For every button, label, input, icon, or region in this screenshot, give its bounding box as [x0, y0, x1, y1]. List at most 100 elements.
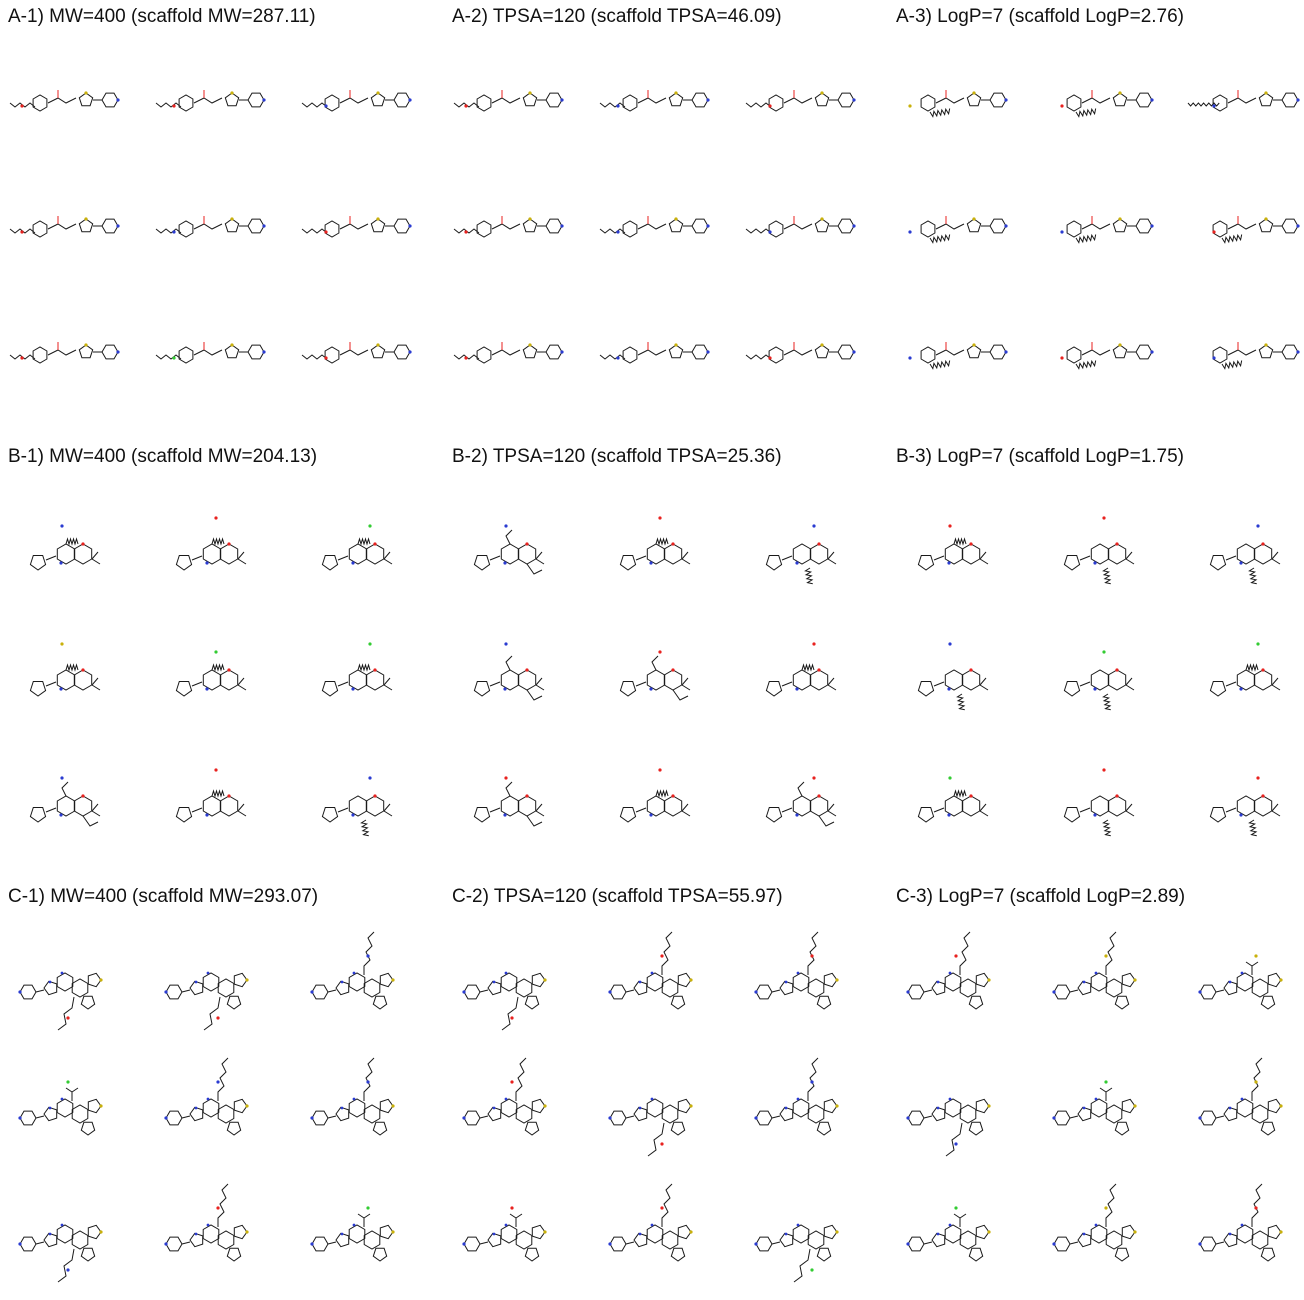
oxygen-atom — [671, 542, 675, 546]
central-ring — [1251, 1230, 1269, 1250]
heteroatom — [908, 356, 912, 360]
nitrogen-atom — [638, 1106, 642, 1110]
sulfur-atom — [230, 91, 234, 95]
pyran-ring — [1253, 795, 1273, 817]
nitrogen-atom — [1198, 990, 1202, 994]
biaryl-bond — [1069, 1241, 1079, 1245]
pyridine-ring — [247, 92, 265, 108]
molecule-drawing — [164, 1057, 249, 1136]
heteroatom — [1060, 230, 1064, 234]
molecule-cell — [294, 732, 440, 858]
pyridine-ring — [56, 795, 76, 817]
nitrogen-atom — [262, 224, 266, 228]
thiophene-ring — [975, 972, 990, 988]
molecule-cell — [592, 606, 738, 732]
pyridine-ring — [1090, 795, 1110, 817]
nitrogen-atom — [608, 1116, 612, 1120]
pyridine-ring — [1135, 92, 1153, 108]
molecule-drawing — [175, 516, 247, 571]
pyran-ring — [517, 543, 537, 565]
pyran-ring — [365, 543, 385, 565]
heteroatom — [954, 1142, 958, 1146]
thiazole-ring — [1258, 344, 1274, 359]
nitrogen-atom — [796, 971, 800, 975]
substituent-chain — [599, 102, 626, 108]
heteroatom — [1104, 1080, 1108, 1084]
alkyl-chain — [929, 233, 951, 244]
alkyl-chain — [1075, 233, 1097, 244]
molecule-structure — [310, 931, 395, 1010]
sulfur-atom — [1264, 217, 1268, 221]
substituent-chain — [211, 789, 225, 798]
linker-bond — [339, 349, 369, 356]
piperidine-ring — [178, 220, 194, 238]
molecule-drawing — [608, 1097, 693, 1157]
alkyl-chain — [929, 359, 951, 370]
molecule-drawing — [908, 342, 1008, 370]
linker-bond — [1227, 223, 1257, 230]
thiazole-ring — [224, 92, 240, 107]
sulfur-atom — [835, 1104, 839, 1108]
molecule-drawing — [1198, 1183, 1283, 1262]
thiophene-ring — [531, 1224, 546, 1240]
sulfur-atom — [987, 1104, 991, 1108]
heteroatom — [660, 1142, 664, 1146]
pyrrolidine-ring — [1209, 807, 1227, 823]
molecule-structure — [155, 90, 266, 112]
thiazole-ring — [224, 218, 240, 233]
panel-title: A-2) TPSA=120 (scaffold TPSA=46.09) — [452, 6, 782, 27]
molecule-drawing — [155, 342, 266, 364]
oxygen-atom — [1261, 794, 1265, 798]
linker-bond — [1081, 349, 1111, 356]
pyridine-ring — [311, 1236, 329, 1252]
nitrogen-atom — [1239, 561, 1243, 565]
heteroatom — [60, 642, 64, 646]
gem-dimethyl — [979, 803, 989, 817]
molecule-drawing — [1198, 954, 1283, 1010]
sulfur-atom — [835, 1230, 839, 1234]
cyclopentane-ring — [1260, 1247, 1276, 1262]
substituent-chain — [1251, 1057, 1263, 1101]
n-aryl-bond — [933, 555, 945, 561]
cyclopentane-ring — [1260, 1121, 1276, 1136]
central-ring — [515, 1104, 533, 1124]
heteroatom — [510, 1080, 514, 1084]
molecule-structure — [18, 1223, 103, 1283]
n-aryl-bond — [781, 807, 793, 813]
alkyl-chain — [1075, 107, 1097, 118]
nitrogen-atom — [408, 98, 412, 102]
molecule-drawing — [301, 216, 412, 238]
substituent-chain — [953, 537, 967, 546]
molecule-drawing — [1063, 650, 1135, 711]
molecule-structure — [765, 642, 837, 697]
molecule-structure — [1052, 1183, 1137, 1262]
molecule-cell — [148, 1172, 294, 1298]
biaryl-bond — [181, 1241, 191, 1245]
nitrogen-atom — [1004, 224, 1008, 228]
thiazole-ring — [966, 92, 982, 107]
substituent-chain — [1248, 567, 1258, 585]
molecule-cell — [592, 1046, 738, 1172]
molecule-cell — [148, 166, 294, 292]
molecule-cell — [148, 40, 294, 166]
nitrogen-atom — [310, 1242, 314, 1246]
pyrrolidine-ring — [321, 681, 339, 697]
pyridine-ring — [500, 669, 520, 691]
nitrogen-atom — [310, 990, 314, 994]
sulfur-atom — [835, 978, 839, 982]
oxygen-atom — [525, 542, 529, 546]
pyridine-ring — [609, 984, 627, 1000]
cyclopentane-ring — [968, 1121, 984, 1136]
pyridine-ring — [348, 543, 368, 565]
molecule-structure — [29, 776, 101, 827]
pyridine-ring — [165, 984, 183, 1000]
nitrogen-atom — [1093, 813, 1097, 817]
molecule-structure — [462, 1057, 547, 1136]
thiophene-ring — [1121, 972, 1136, 988]
nitrogen-atom — [1228, 980, 1232, 984]
heteroatom — [504, 524, 508, 528]
sulfur-atom — [689, 1104, 693, 1108]
heteroatom — [216, 1080, 220, 1084]
piperidine-ring — [32, 220, 48, 238]
nitrogen-atom — [262, 98, 266, 102]
